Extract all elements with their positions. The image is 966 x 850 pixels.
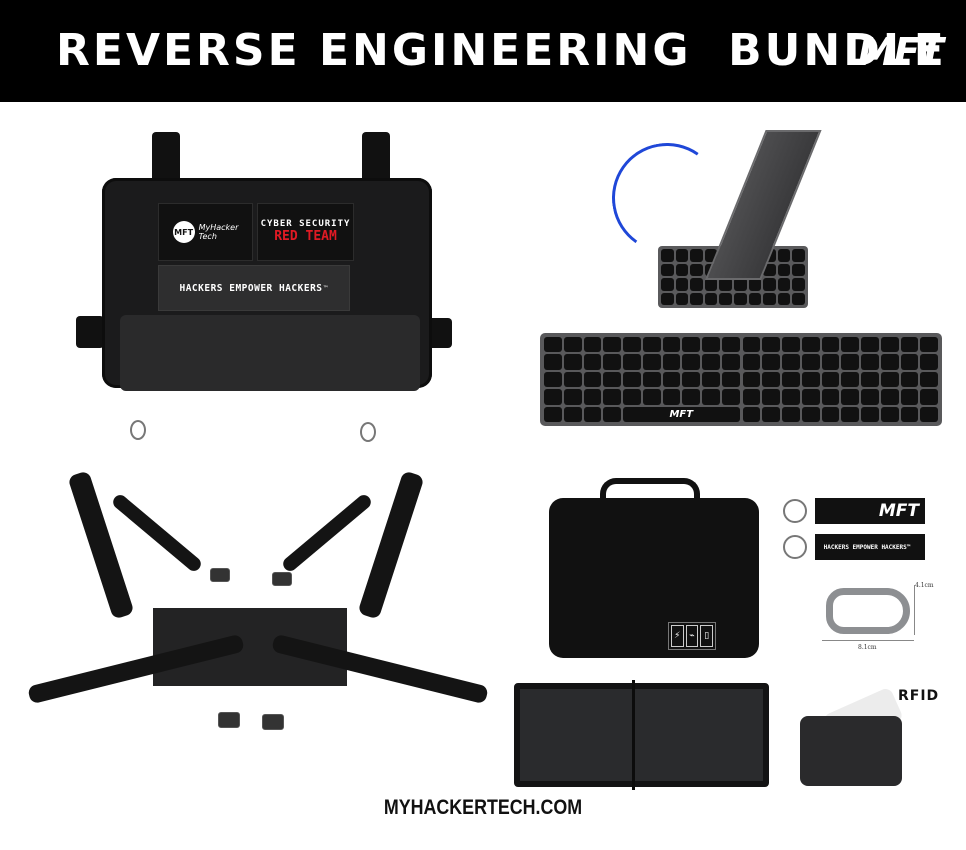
- keyboard-left-half: MFT: [544, 337, 740, 422]
- patch-logo-line2: Tech: [198, 232, 217, 241]
- patch-team-line1: CYBER SECURITY: [260, 219, 351, 229]
- buckle-icon: [272, 572, 292, 586]
- strap-upper-right-inner: [280, 492, 374, 574]
- keychain-tag-slogan: HACKERS EMPOWER HACKERS™: [815, 534, 925, 560]
- footer-url: MYHACKERTECH.COM: [383, 796, 583, 819]
- carabiner-icon: [826, 588, 910, 634]
- mft-logo: MFT: [858, 30, 944, 74]
- title-banner: REVERSE ENGINEERING BUNDLE MFT: [0, 0, 966, 102]
- buckle-right-icon: [428, 318, 452, 348]
- tool-roll: [514, 683, 769, 787]
- key-ring-icon: [783, 535, 807, 559]
- molle-panel: [120, 315, 420, 391]
- keychain-tag-mft: MFT: [815, 498, 925, 524]
- keyboard-full: MFT: [540, 333, 942, 426]
- carabiner-height-label: 4.1cm: [915, 582, 934, 589]
- cable-icon: ⌁: [685, 625, 699, 647]
- fold-arrow-icon: [603, 134, 731, 262]
- bag-icon-panel: ⚡ ⌁ ▯: [668, 622, 716, 650]
- keyboard-right-half: [742, 337, 938, 422]
- strap-upper-left-inner: [110, 492, 204, 574]
- trademark: ™: [322, 284, 329, 292]
- charger-icon: ⚡: [671, 625, 684, 647]
- carabiner-width-label: 8.1cm: [858, 644, 877, 651]
- d-ring-right-icon: [360, 422, 376, 442]
- dimension-line-height: [914, 585, 915, 635]
- keyboard-mark: MFT: [623, 406, 740, 422]
- buckle-icon: [218, 712, 240, 728]
- mft-circle-icon: MFT: [172, 221, 195, 243]
- patch-red-team: CYBER SECURITY RED TEAM: [257, 203, 354, 261]
- buckle-icon: [210, 568, 230, 582]
- patch-slogan-text: HACKERS EMPOWER HACKERS: [179, 282, 323, 294]
- patch-logo-line1: MyHacker: [198, 223, 239, 232]
- key-ring-icon: [783, 499, 807, 523]
- banner-title: REVERSE ENGINEERING BUNDLE: [56, 25, 947, 76]
- strap-upper-left: [67, 470, 135, 620]
- d-ring-left-icon: [130, 420, 146, 440]
- buckle-icon: [262, 714, 284, 730]
- rfid-label: RFID: [898, 688, 940, 704]
- buckle-top-left-icon: [152, 132, 180, 182]
- dimension-line-width: [822, 640, 914, 641]
- patch-team-line2: RED TEAM: [274, 229, 337, 244]
- usb-drive-icon: ▯: [700, 625, 714, 647]
- buckle-left-icon: [76, 316, 104, 348]
- bag-body: [549, 498, 759, 658]
- rfid-pouch: [800, 716, 902, 786]
- strap-upper-right: [357, 470, 425, 620]
- tool-roll-cord: [632, 680, 635, 790]
- buckle-top-right-icon: [362, 132, 390, 182]
- bag-handle: [600, 478, 700, 508]
